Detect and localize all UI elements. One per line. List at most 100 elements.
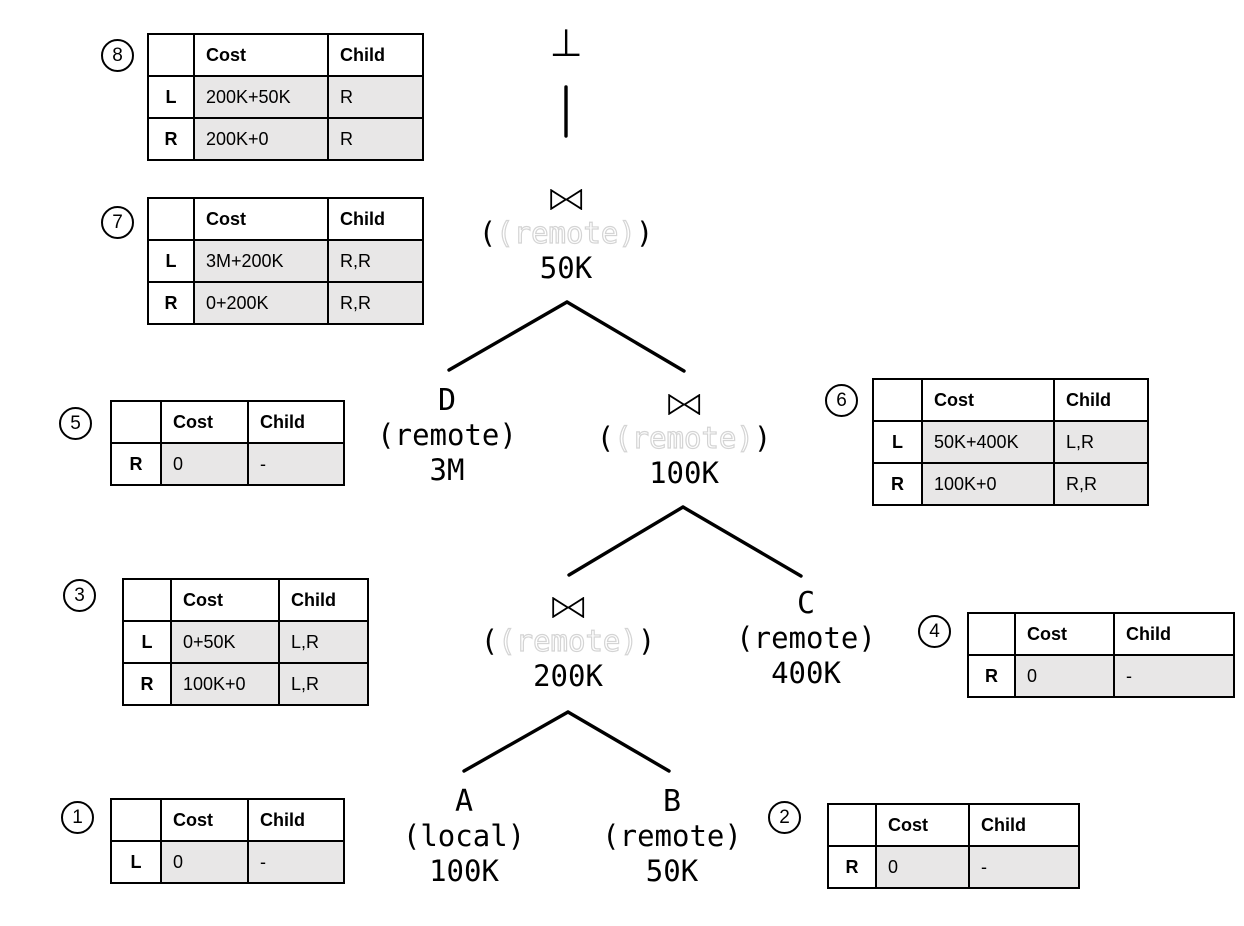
child-cell: R,R bbox=[327, 239, 424, 283]
child-column-header: Child bbox=[327, 197, 424, 241]
cardinality-label: 100K bbox=[649, 456, 719, 490]
join-bowtie-icon bbox=[479, 181, 654, 216]
cost-cell: 200K+50K bbox=[193, 75, 329, 119]
cost-cell: 200K+0 bbox=[193, 117, 329, 161]
row-label-cell: R bbox=[110, 442, 162, 486]
cost-table-7: Cost Child L 3M+200K R,R R 0+200K R,R bbox=[147, 197, 424, 325]
table-2-badge: 2 bbox=[768, 801, 801, 834]
cost-table-8: Cost Child L 200K+50K R R 200K+0 R bbox=[147, 33, 424, 161]
header-row: Cost Child bbox=[110, 400, 345, 444]
tree-node-relation-a: A (local) 100K bbox=[403, 784, 525, 889]
cost-cell: 100K+0 bbox=[170, 662, 280, 706]
table-8-badge: 8 bbox=[101, 39, 134, 72]
cost-column-header: Cost bbox=[1014, 612, 1115, 656]
corner-cell bbox=[147, 197, 195, 241]
cost-table-2: Cost Child R 0 - bbox=[827, 803, 1080, 889]
cost-column-header: Cost bbox=[160, 400, 249, 444]
tree-node-relation-d: D (remote) 3M bbox=[377, 383, 517, 488]
relation-name: C bbox=[796, 586, 816, 621]
cost-column-header: Cost bbox=[170, 578, 280, 622]
table-6-badge: 6 bbox=[825, 384, 858, 417]
relation-name: D bbox=[437, 383, 457, 418]
tree-node-root-join: ((remote)) 50K bbox=[478, 181, 654, 286]
corner-cell bbox=[872, 378, 923, 422]
cost-column-header: Cost bbox=[193, 197, 329, 241]
table-3-number: 3 bbox=[74, 585, 85, 606]
edge-root-left bbox=[447, 300, 569, 372]
table-7-number: 7 bbox=[112, 212, 123, 233]
child-column-header: Child bbox=[247, 400, 345, 444]
table-row: R 0 - bbox=[967, 654, 1235, 698]
cardinality-label: 100K bbox=[429, 854, 499, 888]
table-row: L 200K+50K R bbox=[147, 75, 424, 119]
row-label-cell: R bbox=[122, 662, 172, 706]
child-cell: R,R bbox=[1053, 462, 1149, 506]
row-label-cell: R bbox=[967, 654, 1016, 698]
table-4-badge: 4 bbox=[918, 615, 951, 648]
cost-cell: 0+50K bbox=[170, 620, 280, 664]
cost-table-5: Cost Child R 0 - bbox=[110, 400, 345, 486]
site-annotation: (remote) bbox=[602, 819, 742, 853]
edge-join2-left bbox=[567, 505, 685, 577]
table-row: R 0 - bbox=[110, 442, 345, 486]
paren-open: ( bbox=[478, 216, 497, 250]
ghost-site-label: (remote) bbox=[614, 420, 755, 455]
cardinality-label: 200K bbox=[533, 659, 603, 693]
cost-cell: 3M+200K bbox=[193, 239, 329, 283]
header-row: Cost Child bbox=[147, 197, 424, 241]
row-label-cell: R bbox=[872, 462, 923, 506]
child-cell: L,R bbox=[278, 620, 369, 664]
child-cell: - bbox=[1113, 654, 1235, 698]
child-column-header: Child bbox=[1053, 378, 1149, 422]
table-5-number: 5 bbox=[70, 413, 81, 434]
paren-open: ( bbox=[480, 624, 499, 658]
header-row: Cost Child bbox=[122, 578, 369, 622]
join-bowtie-icon bbox=[481, 589, 656, 624]
cost-cell: 0 bbox=[160, 442, 249, 486]
table-row: L 3M+200K R,R bbox=[147, 239, 424, 283]
table-row: L 0+50K L,R bbox=[122, 620, 369, 664]
cost-column-header: Cost bbox=[875, 803, 970, 847]
tree-node-relation-b: B (remote) 50K bbox=[602, 784, 742, 889]
cost-cell: 0 bbox=[1014, 654, 1115, 698]
table-8-number: 8 bbox=[112, 45, 123, 66]
table-1-badge: 1 bbox=[61, 801, 94, 834]
join-bowtie-icon bbox=[597, 386, 772, 421]
child-column-header: Child bbox=[968, 803, 1080, 847]
cardinality-label: 400K bbox=[771, 656, 841, 690]
ghost-site-label: (remote) bbox=[498, 623, 639, 658]
ghost-site-label: (remote) bbox=[496, 215, 637, 250]
header-row: Cost Child bbox=[110, 798, 345, 842]
site-annotation: ((remote)) bbox=[480, 623, 656, 659]
row-label-cell: L bbox=[110, 840, 162, 884]
table-row: R 100K+0 L,R bbox=[122, 662, 369, 706]
child-cell: R,R bbox=[327, 281, 424, 325]
table-7-badge: 7 bbox=[101, 206, 134, 239]
corner-cell bbox=[122, 578, 172, 622]
header-row: Cost Child bbox=[827, 803, 1080, 847]
cost-cell: 100K+0 bbox=[921, 462, 1055, 506]
cost-cell: 0 bbox=[160, 840, 249, 884]
edge-join2-right bbox=[681, 505, 803, 578]
edge-join3-right bbox=[566, 710, 671, 773]
table-5-badge: 5 bbox=[59, 407, 92, 440]
table-1-number: 1 bbox=[72, 807, 83, 828]
table-row: R 0+200K R,R bbox=[147, 281, 424, 325]
paren-close: ) bbox=[753, 421, 772, 455]
child-cell: - bbox=[247, 840, 345, 884]
cost-column-header: Cost bbox=[921, 378, 1055, 422]
table-3-badge: 3 bbox=[63, 579, 96, 612]
bottom-terminator-symbol: ⊥ bbox=[549, 21, 583, 65]
corner-cell bbox=[827, 803, 877, 847]
header-row: Cost Child bbox=[872, 378, 1149, 422]
child-column-header: Child bbox=[278, 578, 369, 622]
cost-column-header: Cost bbox=[160, 798, 249, 842]
child-column-header: Child bbox=[1113, 612, 1235, 656]
child-column-header: Child bbox=[327, 33, 424, 77]
corner-cell bbox=[147, 33, 195, 77]
row-label-cell: R bbox=[147, 281, 195, 325]
row-label-cell: R bbox=[147, 117, 195, 161]
row-label-cell: R bbox=[827, 845, 877, 889]
corner-cell bbox=[110, 798, 162, 842]
row-label-cell: L bbox=[872, 420, 923, 464]
